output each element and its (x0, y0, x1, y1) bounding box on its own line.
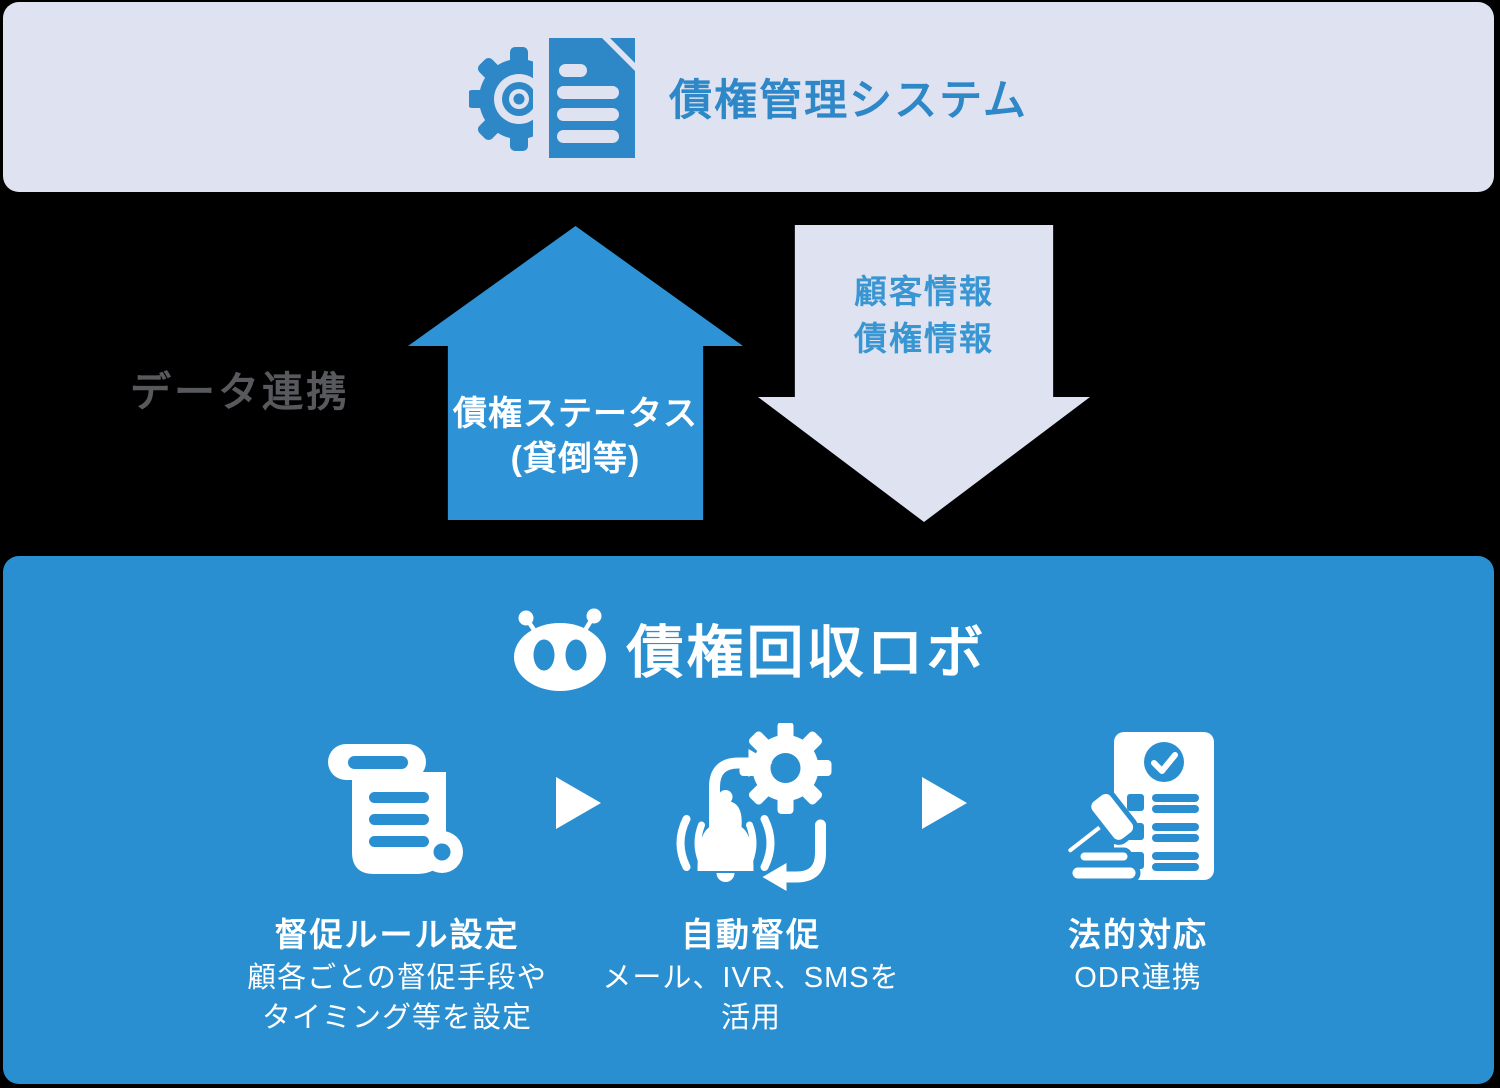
robot-icon (513, 608, 606, 691)
step-icon-wrap (958, 728, 1318, 886)
step-desc: メール、IVR、SMSを 活用 (571, 958, 931, 1038)
step-title: 法的対応 (1068, 916, 1208, 953)
step-desc-line: ODR連携 (1074, 962, 1202, 994)
scroll-icon (328, 744, 463, 874)
step-legal-action: 法的対応 ODR連携 (958, 728, 1318, 998)
step-rule-setting: 督促ルール設定 顧各ごとの督促手段や タイミング等を設定 (217, 728, 577, 1038)
step-desc-line: 活用 (720, 1002, 781, 1034)
gear-document-icon (469, 36, 636, 158)
step-desc: ODR連携 (958, 958, 1318, 998)
step-icon-wrap (217, 728, 577, 886)
bell-gear-cycle-icon (676, 723, 832, 891)
up-arrow-label: 債権ステータス (貸倒等) (408, 392, 743, 482)
gavel-checklist-icon (1063, 731, 1214, 883)
robot-title: 債権回収ロボ (626, 621, 987, 685)
robot-panel: 債権回収ロボ 督促ルール設定 顧各ごとの督促手段や タイミング等を設定 (3, 556, 1494, 1084)
step-auto-dunning: 自動督促 メール、IVR、SMSを 活用 (571, 723, 931, 1038)
down-arrow: 顧客情報 債権情報 (758, 225, 1090, 522)
robot-header: 債権回収ロボ (3, 600, 1494, 696)
step-icon-wrap (571, 723, 931, 891)
up-arrow-line2: (貸倒等) (510, 440, 641, 478)
data-link-label: データ連携 (130, 369, 350, 415)
step-title: 自動督促 (681, 916, 821, 953)
step-title: 督促ルール設定 (274, 916, 520, 953)
up-arrow-line1: 債権ステータス (453, 395, 698, 433)
step-desc-line: タイミング等を設定 (261, 1002, 532, 1034)
step-desc: 顧各ごとの督促手段や タイミング等を設定 (217, 958, 577, 1038)
system-band: 債権管理システム (3, 2, 1494, 192)
step-desc-line: メール、IVR、SMSを (602, 962, 900, 994)
down-arrow-label: 顧客情報 債権情報 (758, 268, 1090, 362)
up-arrow: 債権ステータス (貸倒等) (408, 226, 743, 520)
step-desc-line: 顧各ごとの督促手段や (247, 962, 547, 994)
system-title: 債権管理システム (669, 77, 1028, 125)
down-arrow-line1: 顧客情報 (854, 273, 994, 310)
down-arrow-line2: 債権情報 (854, 320, 994, 357)
